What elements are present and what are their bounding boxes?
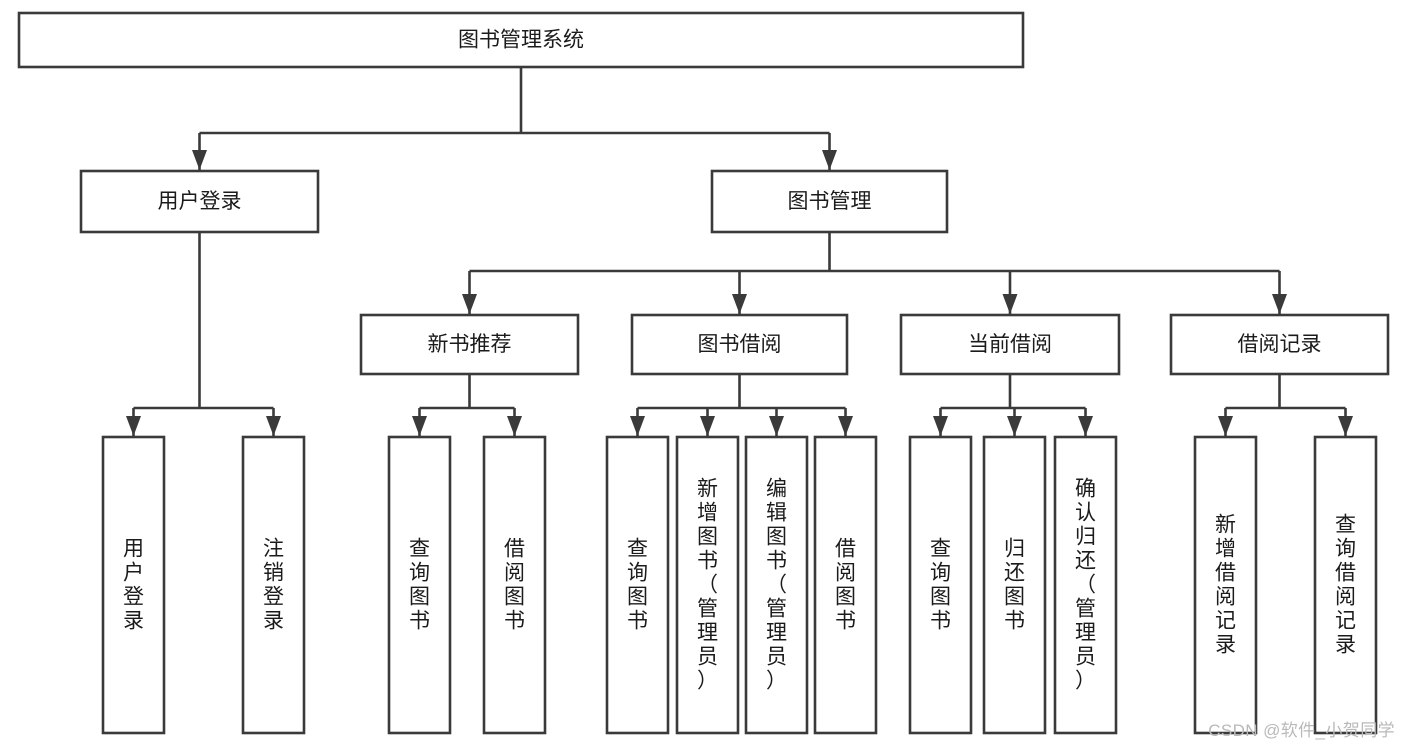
node-label-leaf-add-book: 新增图书（管理员） bbox=[697, 478, 718, 693]
node-box-new-book-rec[interactable] bbox=[359, 313, 580, 376]
node-root[interactable]: 图书管理系统 bbox=[17, 11, 1025, 69]
csdn-watermark: CSDN @软件_小贺同学 bbox=[1208, 721, 1395, 740]
node-leaf-borrow-book-1[interactable]: 借阅图书 bbox=[482, 435, 547, 735]
node-box-leaf-confirm-return[interactable] bbox=[1053, 435, 1118, 735]
node-label-leaf-query-book-1: 查询图书 bbox=[409, 538, 430, 633]
node-leaf-logout[interactable]: 注销登录 bbox=[241, 435, 306, 735]
arrow-head-icon bbox=[630, 416, 645, 436]
node-box-user-login[interactable] bbox=[79, 169, 320, 234]
node-box-current-borrow[interactable] bbox=[899, 313, 1121, 376]
node-label-leaf-confirm-return: 确认归还（管理员） bbox=[1075, 478, 1096, 693]
arrow-head-icon bbox=[822, 150, 837, 170]
node-label-leaf-logout: 注销登录 bbox=[263, 538, 284, 633]
arrow-head-icon bbox=[769, 416, 784, 436]
arrow-head-icon bbox=[732, 294, 747, 314]
node-label-leaf-borrow-book-1: 借阅图书 bbox=[504, 538, 525, 633]
arrow-head-icon bbox=[838, 416, 853, 436]
node-leaf-borrow-book-2[interactable]: 借阅图书 bbox=[813, 435, 878, 735]
node-box-leaf-logout[interactable] bbox=[241, 435, 306, 735]
node-leaf-user-login[interactable]: 用户登录 bbox=[101, 435, 166, 735]
node-user-login[interactable]: 用户登录 bbox=[79, 169, 320, 234]
node-label-leaf-edit-book: 编辑图书（管理员） bbox=[766, 478, 787, 693]
node-new-book-rec[interactable]: 新书推荐 bbox=[359, 313, 580, 376]
arrow-head-icon bbox=[126, 416, 141, 436]
arrow-head-icon bbox=[1272, 294, 1287, 314]
node-label-leaf-query-book-3: 查询图书 bbox=[930, 538, 951, 633]
node-box-leaf-add-record[interactable] bbox=[1193, 435, 1258, 735]
node-box-leaf-query-book-1[interactable] bbox=[387, 435, 452, 735]
arrow-head-icon bbox=[266, 416, 281, 436]
arrow-head-icon bbox=[700, 416, 715, 436]
node-leaf-return-book[interactable]: 归还图书 bbox=[982, 435, 1047, 735]
node-box-leaf-query-book-3[interactable] bbox=[908, 435, 973, 735]
node-label-leaf-add-record: 新增借阅记录 bbox=[1215, 514, 1236, 657]
node-box-book-borrow[interactable] bbox=[630, 313, 849, 376]
node-label-current-borrow: 当前借阅 bbox=[968, 333, 1052, 356]
node-box-leaf-edit-book[interactable] bbox=[744, 435, 809, 735]
arrow-head-icon bbox=[1002, 294, 1018, 314]
arrow-head-icon bbox=[1218, 416, 1233, 436]
node-current-borrow[interactable]: 当前借阅 bbox=[899, 313, 1121, 376]
connector-layer bbox=[126, 67, 1353, 436]
node-box-leaf-query-record[interactable] bbox=[1313, 435, 1378, 735]
node-label-new-book-rec: 新书推荐 bbox=[428, 333, 512, 356]
node-box-leaf-return-book[interactable] bbox=[982, 435, 1047, 735]
node-box-root[interactable] bbox=[17, 11, 1025, 69]
node-box-borrow-record[interactable] bbox=[1169, 313, 1390, 376]
node-leaf-query-book-2[interactable]: 查询图书 bbox=[605, 435, 670, 735]
node-borrow-record[interactable]: 借阅记录 bbox=[1169, 313, 1390, 376]
node-label-user-login: 用户登录 bbox=[158, 190, 242, 213]
node-leaf-query-book-3[interactable]: 查询图书 bbox=[908, 435, 973, 735]
node-leaf-add-book[interactable]: 新增图书（管理员） bbox=[675, 435, 740, 735]
arrow-head-icon bbox=[462, 294, 477, 314]
node-leaf-query-record[interactable]: 查询借阅记录 bbox=[1313, 435, 1378, 735]
node-label-borrow-record: 借阅记录 bbox=[1238, 333, 1322, 356]
arrow-head-icon bbox=[1338, 416, 1353, 436]
node-label-leaf-borrow-book-2: 借阅图书 bbox=[835, 538, 856, 633]
arrow-head-icon bbox=[412, 416, 427, 436]
node-box-leaf-borrow-book-2[interactable] bbox=[813, 435, 878, 735]
node-label-book-manage: 图书管理 bbox=[788, 190, 872, 213]
node-book-borrow[interactable]: 图书借阅 bbox=[630, 313, 849, 376]
node-label-leaf-return-book: 归还图书 bbox=[1004, 538, 1025, 633]
node-box-leaf-add-book[interactable] bbox=[675, 435, 740, 735]
arrow-head-icon bbox=[1007, 416, 1022, 436]
node-book-manage[interactable]: 图书管理 bbox=[710, 169, 949, 234]
node-layer: 图书管理系统用户登录图书管理新书推荐图书借阅当前借阅借阅记录用户登录注销登录查询… bbox=[17, 11, 1390, 735]
node-label-book-borrow: 图书借阅 bbox=[698, 333, 782, 356]
arrow-head-icon bbox=[192, 150, 207, 170]
node-leaf-add-record[interactable]: 新增借阅记录 bbox=[1193, 435, 1258, 735]
node-box-book-manage[interactable] bbox=[710, 169, 949, 234]
node-label-leaf-user-login: 用户登录 bbox=[123, 538, 144, 633]
node-box-leaf-query-book-2[interactable] bbox=[605, 435, 670, 735]
node-leaf-edit-book[interactable]: 编辑图书（管理员） bbox=[744, 435, 809, 735]
arrow-head-icon bbox=[507, 416, 522, 436]
node-label-leaf-query-record: 查询借阅记录 bbox=[1335, 514, 1356, 657]
arrow-head-icon bbox=[933, 416, 948, 436]
node-box-leaf-user-login[interactable] bbox=[101, 435, 166, 735]
node-leaf-confirm-return[interactable]: 确认归还（管理员） bbox=[1053, 435, 1118, 735]
arrow-head-icon bbox=[1078, 416, 1093, 436]
node-box-leaf-borrow-book-1[interactable] bbox=[482, 435, 547, 735]
node-label-root: 图书管理系统 bbox=[458, 29, 584, 52]
node-label-leaf-query-book-2: 查询图书 bbox=[627, 538, 648, 633]
node-leaf-query-book-1[interactable]: 查询图书 bbox=[387, 435, 452, 735]
